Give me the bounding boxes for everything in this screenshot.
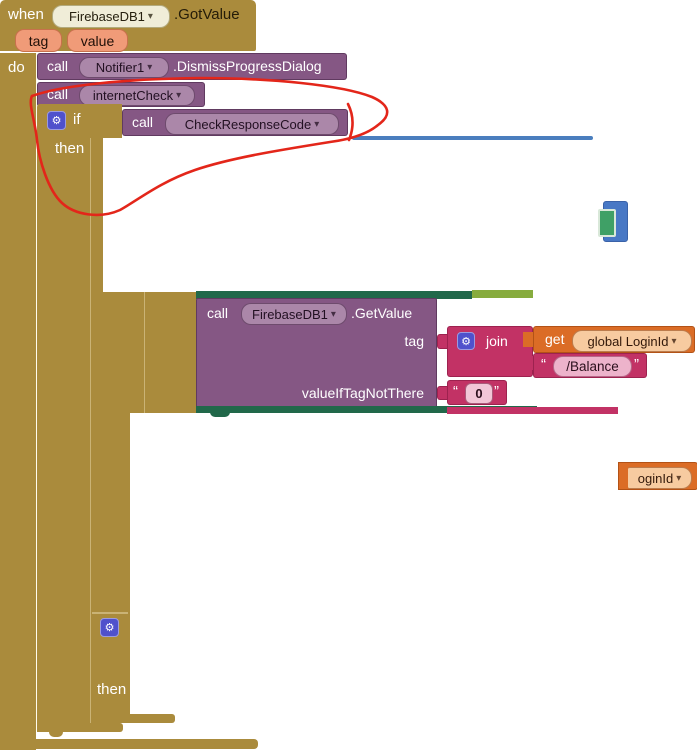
text-block-plug [523, 356, 534, 370]
method-label: .DismissProgressDialog [173, 58, 322, 74]
then-label: then [55, 140, 85, 157]
nested-gold-band[interactable] [90, 292, 196, 413]
param-value[interactable]: value [67, 29, 128, 52]
when-block-bottom-bar[interactable] [2, 739, 258, 749]
balance-text-field[interactable]: /Balance [553, 356, 632, 377]
green-block-edge-fragment[interactable] [472, 290, 533, 298]
mutator-gear-icon[interactable]: ⚙ [457, 332, 475, 350]
value-if-tag-socket-label: valueIfTagNotThere [301, 385, 424, 401]
get-block-plug [523, 332, 534, 347]
call-label: call [47, 58, 69, 74]
column-seam [90, 138, 91, 723]
if-label: if [73, 111, 81, 128]
call-label: call [132, 114, 154, 130]
dropdown-arrow-icon: ▾ [330, 308, 336, 320]
variable-dropdown[interactable]: global LoginId ▾ [572, 330, 692, 352]
do-label: do [8, 59, 25, 76]
when-block-column[interactable] [0, 53, 36, 750]
outer-if-column[interactable] [37, 138, 90, 731]
column-seam [144, 292, 145, 413]
open-quote: “ [453, 383, 458, 400]
event-name-label: .GotValue [174, 6, 240, 23]
inner-if-top-notch [92, 612, 128, 614]
close-quote: ” [634, 356, 639, 373]
mutator-gear-icon[interactable]: ⚙ [47, 111, 66, 130]
notifier-dropdown[interactable]: Notifier1 ▾ [79, 57, 169, 78]
inner-if-column[interactable] [90, 413, 130, 723]
outer-if-bottom-bar[interactable] [37, 723, 123, 732]
inner-then-label: then [97, 681, 127, 698]
call-label: call [207, 305, 229, 321]
call-dismiss-progress-dialog-block[interactable]: call Notifier1 ▾ .DismissProgressDialog [37, 53, 347, 80]
inner-if-bottom-bar[interactable] [97, 714, 175, 723]
teal-block-edge-top[interactable] [196, 291, 472, 299]
pink-block-edge-fragment[interactable] [447, 407, 618, 414]
column-seam [36, 53, 37, 731]
component-dropdown-value: FirebaseDB1 [69, 9, 145, 24]
open-quote: “ [541, 356, 546, 373]
dropdown-arrow-icon: ▾ [676, 472, 682, 484]
join-block[interactable]: ⚙ join [447, 326, 533, 377]
close-quote: ” [494, 383, 499, 400]
partial-variable-dropdown[interactable]: oginId ▾ [628, 467, 692, 489]
nested-if-column-fragment[interactable] [90, 138, 103, 292]
outer-if-bottom-notch [49, 731, 63, 737]
dropdown-arrow-icon: ▾ [314, 118, 320, 130]
dropdown-arrow-icon: ▾ [671, 335, 677, 347]
method-label: .GetValue [351, 305, 413, 321]
call-check-response-code-block[interactable]: call CheckResponseCode ▾ [122, 109, 348, 136]
component-dropdown[interactable]: FirebaseDB1 ▾ [52, 5, 170, 28]
partial-get-block[interactable]: oginId ▾ [618, 462, 697, 490]
dropdown-arrow-icon: ▾ [147, 11, 153, 22]
check-response-dropdown[interactable]: CheckResponseCode ▾ [165, 113, 339, 135]
dropdown-arrow-icon: ▾ [147, 62, 153, 73]
logic-block-fragment[interactable] [598, 209, 616, 237]
zero-text-block[interactable]: “ 0 ” [447, 380, 507, 405]
when-event-block[interactable]: when FirebaseDB1 ▾ .GotValue tag value [0, 0, 256, 52]
get-label: get [545, 331, 565, 347]
internet-check-dropdown[interactable]: internetCheck ▾ [79, 85, 195, 106]
teal-block-notch [210, 412, 230, 417]
call-label: call [47, 86, 69, 102]
balance-text-block[interactable]: “ /Balance ” [533, 353, 647, 378]
when-label: when [8, 6, 44, 23]
firebase-dropdown[interactable]: FirebaseDB1 ▾ [241, 303, 347, 325]
zero-text-field[interactable]: 0 [465, 383, 493, 404]
join-label: join [486, 333, 508, 349]
blue-block-top-edge-fragment[interactable] [352, 136, 593, 140]
tag-socket-label: tag [404, 333, 424, 349]
mutator-gear-icon[interactable]: ⚙ [100, 618, 119, 637]
param-tag[interactable]: tag [15, 29, 62, 52]
get-global-loginid-block[interactable]: get global LoginId ▾ [533, 326, 695, 353]
dropdown-arrow-icon: ▾ [176, 90, 182, 101]
teal-block-edge-bottom[interactable] [196, 406, 537, 413]
call-firebase-getvalue-block[interactable]: call FirebaseDB1 ▾ .GetValue tag valueIf… [196, 298, 437, 408]
